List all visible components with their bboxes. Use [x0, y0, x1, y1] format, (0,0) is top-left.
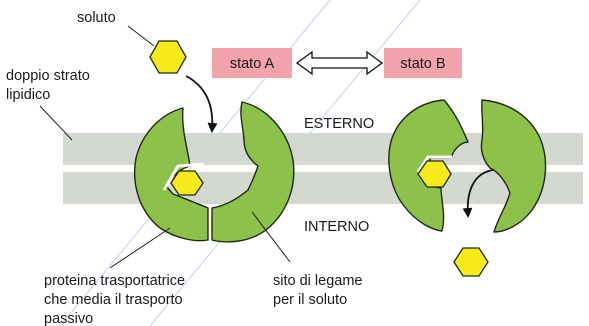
binding-label-line1: sito di legame	[273, 273, 362, 289]
carrier-protein-state-a	[133, 101, 295, 243]
solute-bound-state-a	[170, 170, 204, 196]
state-b-box	[384, 48, 462, 78]
carrier-protein-state-b	[388, 99, 547, 233]
solute-released	[453, 247, 489, 277]
bilayer-label-line1: doppio strato	[6, 68, 90, 84]
protein-state-a-right-half	[211, 101, 295, 243]
state-a-box	[212, 48, 292, 78]
bilayer-label-line2: lipidico	[6, 87, 50, 103]
carrier-label-line2: che media il trasporto	[44, 292, 183, 308]
inside-label: INTERNO	[304, 219, 369, 235]
bilayer-leader-line	[39, 105, 73, 141]
binding-site-groove	[162, 162, 205, 191]
carrier-label-line3: passivo	[44, 311, 93, 326]
double-headed-arrow-icon	[295, 50, 384, 76]
solute-free	[149, 40, 187, 74]
solute-leader-line	[127, 25, 155, 47]
state-a-label: stato A	[230, 56, 275, 72]
outside-label: ESTERNO	[304, 116, 374, 132]
release-arrow	[462, 169, 495, 218]
binding-site-groove-state-b	[416, 155, 452, 173]
binding-site-leader-line	[251, 211, 291, 263]
carrier-leader-line	[109, 227, 171, 269]
solute-bound-state-b	[417, 160, 452, 188]
solute-label: soluto	[77, 10, 116, 26]
state-b-label: stato B	[400, 56, 445, 72]
protein-state-b-left-half	[388, 99, 469, 232]
binding-label-line2: per il soluto	[273, 292, 347, 308]
entry-arrow	[185, 75, 218, 133]
carrier-label-line1: proteina trasportatrice	[44, 273, 185, 289]
protein-state-b-right-half	[480, 99, 547, 233]
